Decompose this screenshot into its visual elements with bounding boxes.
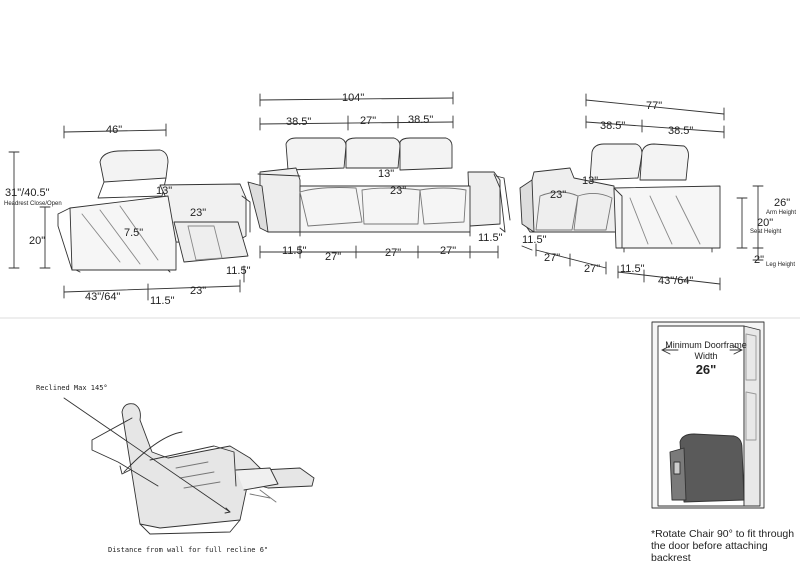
sofa-width-label: 104" [342,92,365,104]
doorframe-width-value: 26" [695,362,717,377]
loveseat-seat-depth-label: 23" [550,189,567,201]
loveseat-seat-height-label: 20" [757,217,774,229]
loveseat-bottom-seat1-label: 27" [544,252,561,264]
loveseat-arm-height-label: 26" [774,197,791,209]
chair-footrest-label: 7.5" [124,227,144,239]
reclined-chair-drawing [63,397,315,535]
loveseat-bottom-left-label: 11.5" [522,234,547,246]
chair-drawing [8,123,251,301]
sofa-seat-depth-label: 23" [390,185,407,197]
loveseat-drawing [495,93,764,291]
loveseat-back-left-label: 38.5" [600,120,626,132]
loveseat-leg-height-label: 2" [754,254,765,266]
chair-depth-seat-label: 23" [190,285,207,297]
chair-seat-depth-label: 23" [190,207,207,219]
loveseat-seat-height-caption: Seat Height [750,229,782,235]
chair-height-note: Headrest Close/Open [4,201,62,207]
doorframe-note: *Rotate Chair 90° to fit through the doo… [651,528,795,564]
doorframe-drawing [651,321,765,509]
loveseat-width-label: 77" [646,100,663,112]
chair-clearance-label: 11.5" [226,265,251,277]
loveseat-bottom-right-label: 11.5" [620,263,645,275]
loveseat-back-right-label: 38.5" [668,125,694,137]
sofa-bottom-label-2: 27" [325,251,342,263]
loveseat-bottom-seat2-label: 27" [584,263,601,275]
sofa-back-right-label: 38.5" [408,114,434,126]
chair-width-label: 46" [106,124,123,136]
recline-max-label: Reclined Max 145° [36,384,108,392]
recline-distance-label: Distance from wall for full recline 6" [108,546,269,554]
chair-height-label: 31"/40.5" [5,187,50,199]
sofa-drawing [247,91,506,259]
loveseat-arm-height-caption: Arm Height [766,210,797,216]
sofa-back-left-label: 38.5" [286,116,312,128]
loveseat-arm-back-label: 13" [582,175,599,187]
sofa-back-mid-label: 27" [360,115,377,127]
sofa-bottom-label-4: 27" [440,245,457,257]
sofa-bottom-label-1: 11.5" [282,245,307,257]
loveseat-leg-height-caption: Leg Height [766,262,796,268]
chair-depth-foot-label: 11.5" [150,295,175,307]
loveseat-depth-label: 43"/64" [658,275,694,287]
chair-depth-label: 43"/64" [85,291,121,303]
sofa-arm-back-label: 13" [378,168,395,180]
chair-arm-back-label: 13" [156,185,173,197]
sofa-bottom-label-5: 11.5" [478,232,503,244]
chair-seat-height-label: 20" [29,235,46,247]
sofa-bottom-label-3: 27" [385,247,402,259]
doorframe-title: Minimum Doorframe Width [665,340,747,361]
